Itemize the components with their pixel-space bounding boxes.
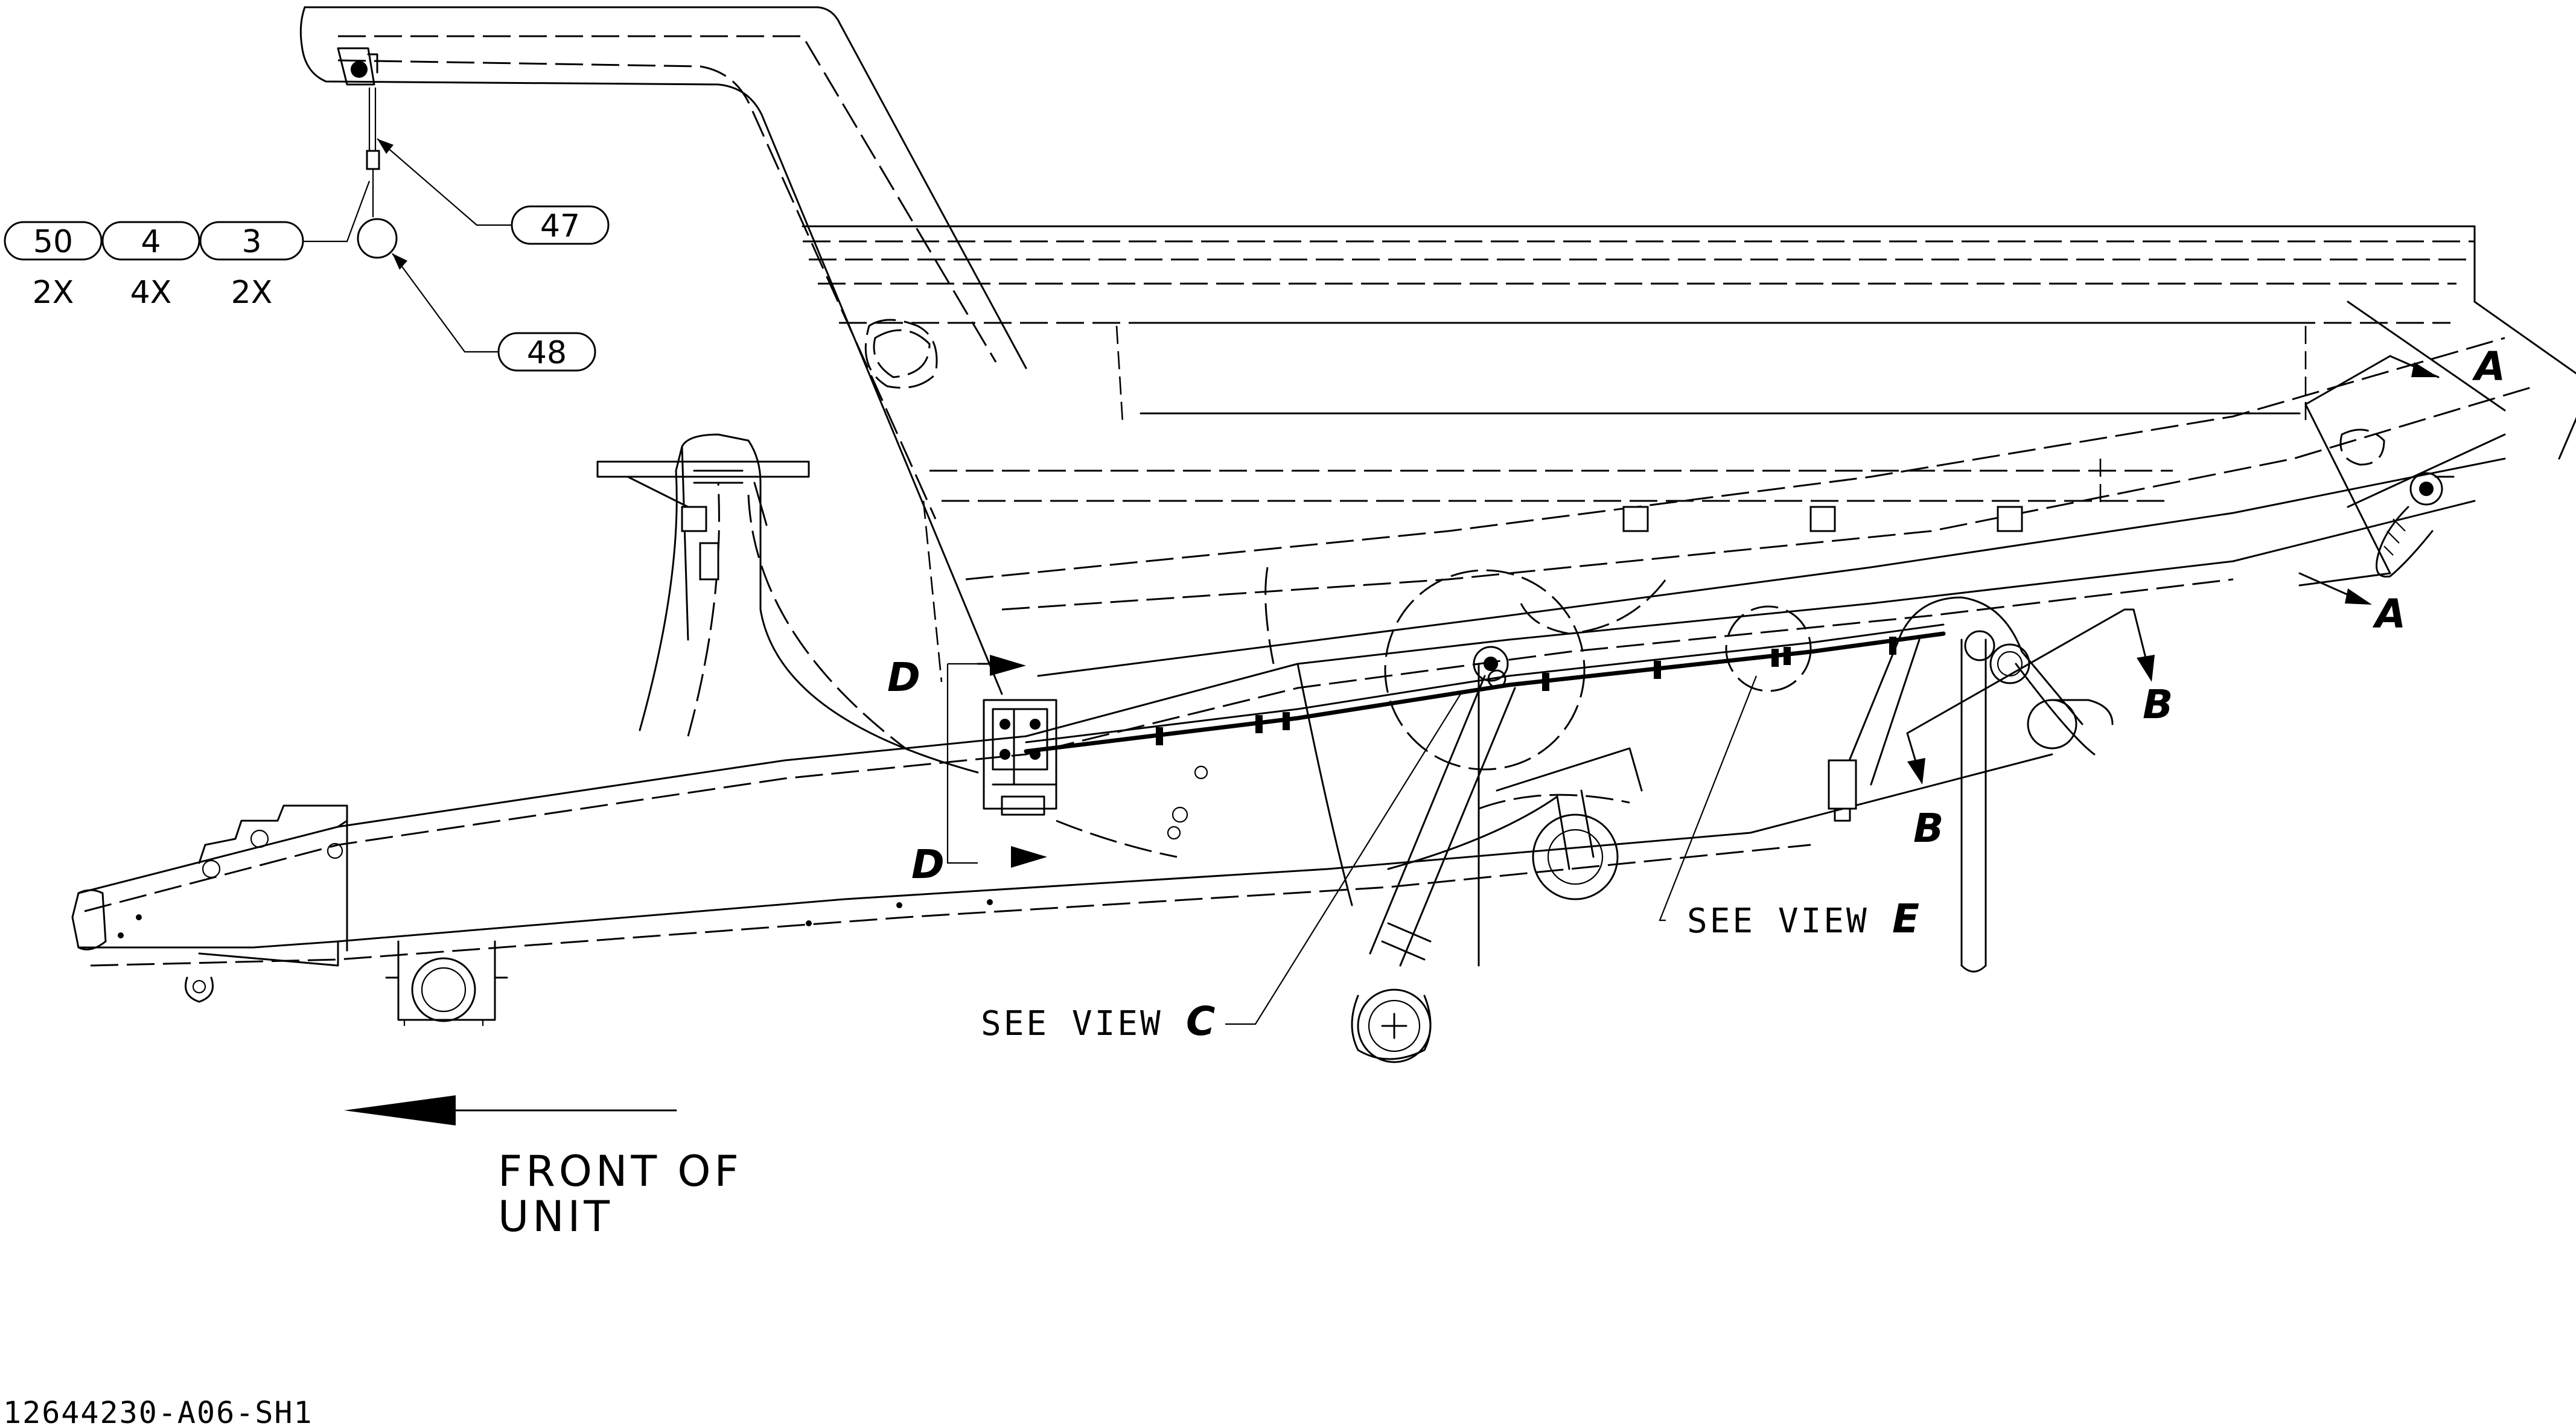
callout-48-number: 48 (527, 335, 567, 371)
callout-4-number: 4 (141, 224, 161, 260)
callout-4-qty: 4X (130, 275, 172, 311)
view-circles (1384, 569, 1812, 771)
section-a-bottom-label: A (2372, 591, 2406, 637)
callout-3-qty: 2X (231, 275, 273, 311)
see-view-c-text: SEE VIEW (981, 1004, 1163, 1043)
section-d-bottom-label: D (911, 841, 945, 888)
callout-47-number: 47 (540, 208, 580, 244)
see-view-e-letter: E (1892, 896, 1919, 942)
drawing-number: 12644230-A06-SH1 (3, 1395, 313, 1426)
front-of-unit-line2: UNIT (498, 1192, 613, 1241)
chassis-frame (71, 433, 2476, 1026)
headboard-tie-detail (337, 47, 398, 259)
callout-50-qty: 2X (33, 275, 74, 311)
callout-50-number: 50 (33, 224, 73, 260)
front-of-unit-line1: FRONT OF (498, 1147, 742, 1196)
callout-balloons: 50 4 3 2X 4X 2X 47 48 (4, 138, 610, 372)
see-view-e-text: SEE VIEW (1687, 902, 1869, 941)
callout-4-balloon (101, 221, 200, 261)
section-d-top-label: D (887, 654, 920, 701)
dump-body-outline (299, 6, 2576, 695)
section-b-bottom-label: B (1913, 805, 1943, 851)
callout-50-balloon (4, 221, 103, 261)
see-view-c-letter: C (1186, 998, 1215, 1045)
hydraulic-line (1024, 623, 2030, 754)
section-arrows: A A B B D D (887, 343, 2505, 888)
rear-latch (2347, 433, 2506, 578)
section-a-top-label: A (2472, 343, 2505, 390)
valve-bracket (946, 663, 1208, 864)
view-leaders (1225, 675, 1758, 1025)
section-b-right-label: B (2143, 681, 2173, 728)
hoist-cylinder (1351, 663, 1516, 1063)
front-of-unit-arrow (344, 1095, 677, 1125)
callout-3-number: 3 (241, 224, 261, 260)
